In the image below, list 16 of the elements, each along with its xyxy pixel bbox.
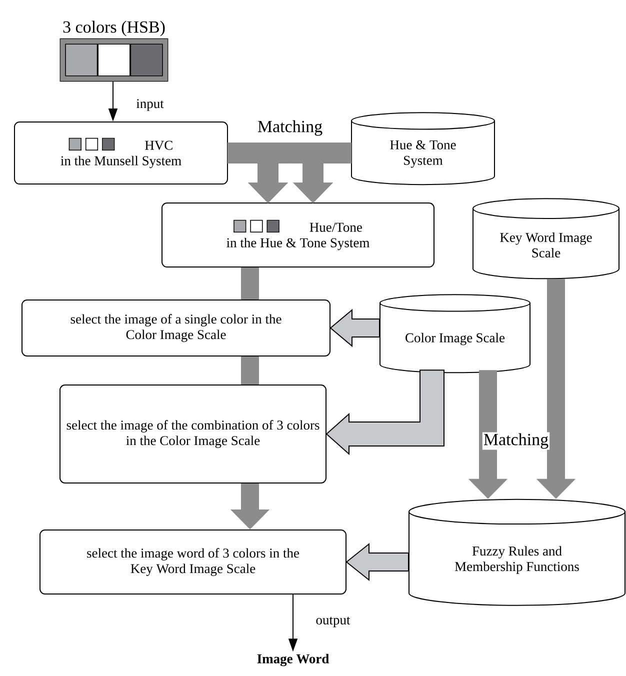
node-label: 3 colors (HSB) xyxy=(63,20,165,36)
edge-label: output xyxy=(314,616,352,628)
process-box: select the image word of 3 colors in the Key Word Image Scale xyxy=(40,530,346,594)
database-cylinder: Hue & Tone System xyxy=(351,112,495,186)
edge-label: Matching xyxy=(482,432,550,450)
database-cylinder: Color Image Scale xyxy=(380,294,530,374)
process-box: Hue/Tone in the Hue & Tone System xyxy=(162,202,434,268)
edge-label: Matching xyxy=(256,119,324,137)
process-box: select the image of the combination of 3 colors in the Color Image Scale xyxy=(60,384,326,484)
database-cylinder: Fuzzy Rules and Membership Functions xyxy=(408,498,626,606)
edge-label: input xyxy=(135,98,165,112)
process-box: HVC in the Munsell System xyxy=(14,122,228,184)
output-text: Image Word xyxy=(257,654,330,666)
color-strip: 3 colors (HSB) xyxy=(60,20,168,82)
database-cylinder: Key Word Image Scale xyxy=(472,198,620,280)
process-box: select the image of a single color in the Color Image Scale xyxy=(22,300,330,356)
